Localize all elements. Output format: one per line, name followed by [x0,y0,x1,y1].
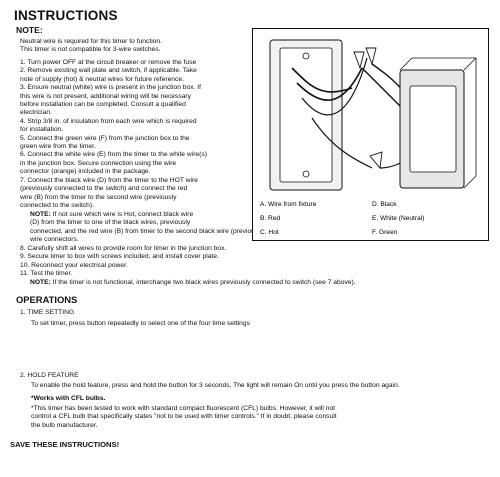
legend-d: D. Black [372,201,397,208]
timer-face [409,85,457,173]
step-line: green wire from the timer. [20,143,96,151]
step7-note-line: connected, and the red wire (B) from tim… [30,227,414,235]
steps-list: 1. Turn power OFF at the circuit breaker… [20,59,207,210]
step7-note-line: wire connectors. [30,236,79,244]
step11-note-text: If the timer is not functional, intercha… [50,279,356,286]
save-instructions: SAVE THESE INSTRUCTIONS! [10,440,120,449]
step-line: in the junction box. Secure connection u… [20,159,177,167]
legend-b: B. Red [260,215,280,222]
note-heading: NOTE: [16,25,43,35]
cfl-line: control a CFL bulb that specifically sta… [31,413,337,421]
cfl-block: *This timer has been tested to work with… [31,405,337,430]
legend-c: C. Hot [260,229,279,236]
legend-a: A. Wire from fixture [260,201,317,208]
time-setting-heading: 1. TIME SETTING [20,309,75,316]
step-line: 5. Connect the green wire (F) from the j… [20,134,190,142]
timer-edge [463,175,477,189]
hold-heading: 2. HOLD FEATURE [20,372,79,379]
legend-f: F. Green [372,229,398,236]
cfl-line: the bulb manufacturer. [31,421,98,429]
screw-icon [302,52,310,60]
wire-from-fixture [291,67,353,93]
operations-heading: OPERATIONS [16,294,78,305]
step-line: electrician. [20,109,52,117]
step11-note-label: NOTE: [30,279,51,286]
step-line: 1. Turn power OFF at the circuit breaker… [20,59,197,66]
step7-note-label: NOTE: [30,211,51,218]
timer-black-wire [361,67,403,109]
page-title: INSTRUCTIONS [14,8,118,23]
step7-note: NOTE: If not sure which wire is Hot, con… [30,211,413,245]
step-line: 3. Ensure neutral (white) wire is presen… [20,84,202,92]
wire-connector-icon [353,51,365,70]
step7-note-text: If not sure which wire is Hot, connect b… [50,211,194,218]
step-line: this wire is not present, additional wir… [20,92,191,100]
note-block: Neutral wire is required for this timer … [20,38,162,55]
step-line: 10. Reconnect your electrical power. [20,261,128,269]
step-line: 7. Connect the black wire (D) from the t… [20,176,198,184]
step-line: 4. Strip 3/8 in. of insulation from each… [20,117,197,125]
wire-connector-icon [365,47,377,66]
cfl-heading: *Works with CFL bulbs. [31,395,106,402]
wire-ground [311,117,373,169]
step-line: (previously connected to the switch) and… [20,185,188,193]
note-line: Neutral wire is required for this timer … [20,38,162,45]
wire-connector-icon [369,151,383,170]
step-line: 2. Remove existing wall plate and switch… [20,67,197,75]
wire-neutral [301,57,368,116]
step-line: 8. Carefully shift all wires to provide … [20,245,227,252]
wire-hot [296,67,363,101]
step-line: 11. Test the timer. [20,270,73,278]
cfl-line: *This timer has been tested to work with… [31,405,336,412]
step-line: connector (orange) included in the packa… [20,168,151,176]
legend-e: E. White (Neutral) [372,215,424,222]
step-line: 9. Secure timer to box with screws inclu… [20,253,219,261]
step-line: 6. Connect the white wire (E) from the t… [20,151,207,159]
step-line: for installation. [20,126,64,134]
step-line: wire (B) from the timer to the second wi… [20,193,177,201]
hold-text: To enable the hold feature, press and ho… [31,382,400,389]
step11-note: NOTE: If the timer is not functional, in… [30,279,356,287]
screw-icon [302,170,310,178]
timer-edge [399,57,413,71]
note-line: This timer is not compatible for 3-wire … [20,46,161,54]
step7-note-line: (D) from the timer to one of the black w… [30,219,191,227]
timer-edge [463,57,477,71]
step-line: before installation can be completed. Co… [20,101,186,109]
step-line: note of supply (hot) & neutral wires for… [20,75,184,83]
wiring-diagram: A. Wire from fixture B. Red C. Hot D. Bl… [252,28,489,241]
steps-after: 8. Carefully shift all wires to provide … [20,245,226,279]
time-setting-text: To set timer, press button repeatedly to… [31,320,250,327]
step-line: connected to the switch). [20,201,94,209]
